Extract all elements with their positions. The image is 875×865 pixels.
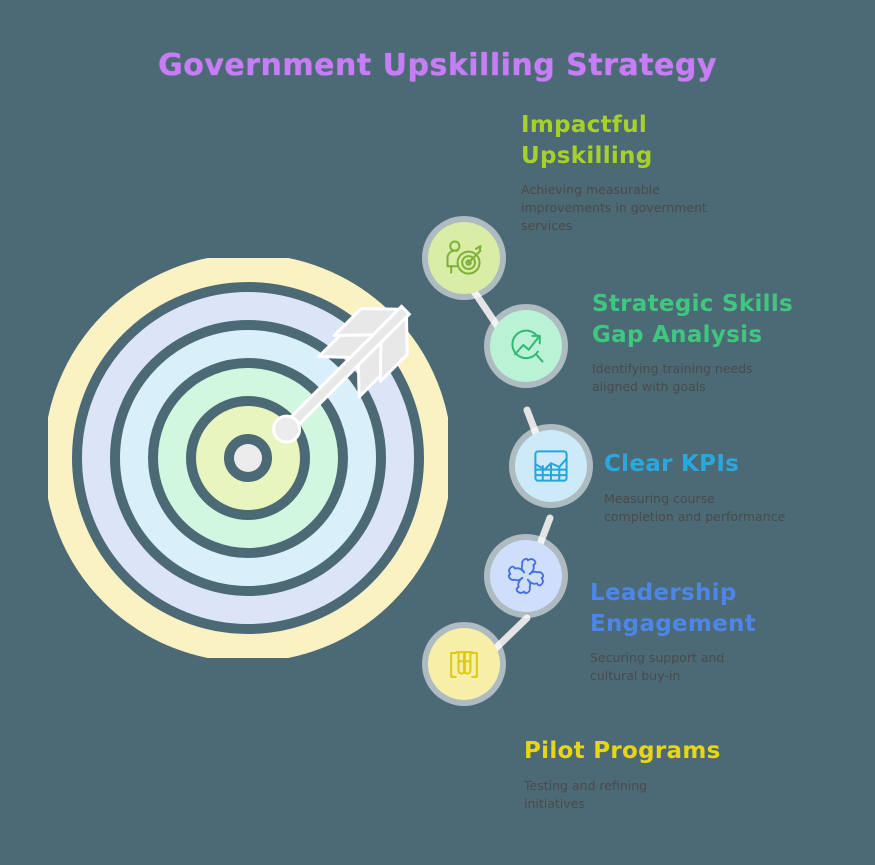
step-text-pilot-programs: Pilot Programs Testing and refining init… <box>524 736 774 813</box>
step-text-clear-kpis: Clear KPIs Measuring course completion a… <box>604 449 866 526</box>
step-heading: Leadership Engagement <box>590 580 757 637</box>
step-icon-pilot-programs[interactable] <box>428 628 500 700</box>
arrow-tip <box>272 414 302 444</box>
target-ring-cyan <box>120 330 376 586</box>
test-tubes-icon <box>450 651 478 678</box>
step-icon-impactful-upskilling[interactable] <box>428 222 500 294</box>
bullseye-target <box>44 254 452 662</box>
step-heading: Strategic Skills Gap Analysis <box>592 291 794 348</box>
target-ring-lime <box>196 406 300 510</box>
step-description: Measuring course completion and performa… <box>604 490 786 524</box>
arrow-fletch-right <box>378 315 409 383</box>
step-icon-leadership-engagement[interactable] <box>490 540 562 612</box>
bar-chart-grid-icon <box>534 450 568 482</box>
target-center-dot <box>234 444 262 472</box>
step-heading: Pilot Programs <box>524 738 721 764</box>
step-text-strategic-skills-gap-analysis: Strategic Skills Gap Analysis Identifyin… <box>592 289 842 396</box>
arrow-fletch-left <box>332 307 401 338</box>
target-ring-outer-yellow <box>44 254 452 662</box>
step-icon-strategic-skills-gap-analysis[interactable] <box>490 310 562 382</box>
step-heading: Impactful Upskilling <box>521 112 653 169</box>
page-title: Government Upskilling Strategy <box>158 48 717 83</box>
step-text-leadership-engagement: Leadership Engagement Securing support a… <box>590 578 840 685</box>
step-icon-clear-kpis[interactable] <box>515 430 587 502</box>
step-description: Securing support and cultural buy-in <box>590 650 725 684</box>
target-ring-mint <box>158 368 338 548</box>
step-text-impactful-upskilling: Impactful Upskilling Achieving measurabl… <box>521 110 771 236</box>
target-ring-lavender <box>82 292 414 624</box>
step-description: Identifying training needs aligned with … <box>592 361 753 395</box>
step-heading: Clear KPIs <box>604 451 740 477</box>
person-target-icon <box>446 240 482 275</box>
arrow-fletch-right-lower <box>356 340 383 399</box>
arrow-fletch-left-lower <box>317 333 375 359</box>
trend-magnifier-icon <box>511 329 544 363</box>
joined-hands-icon <box>507 557 545 595</box>
arrow-graphic <box>230 265 450 485</box>
step-description: Testing and refining initiatives <box>524 777 648 811</box>
step-description: Achieving measurable improvements in gov… <box>521 182 707 234</box>
